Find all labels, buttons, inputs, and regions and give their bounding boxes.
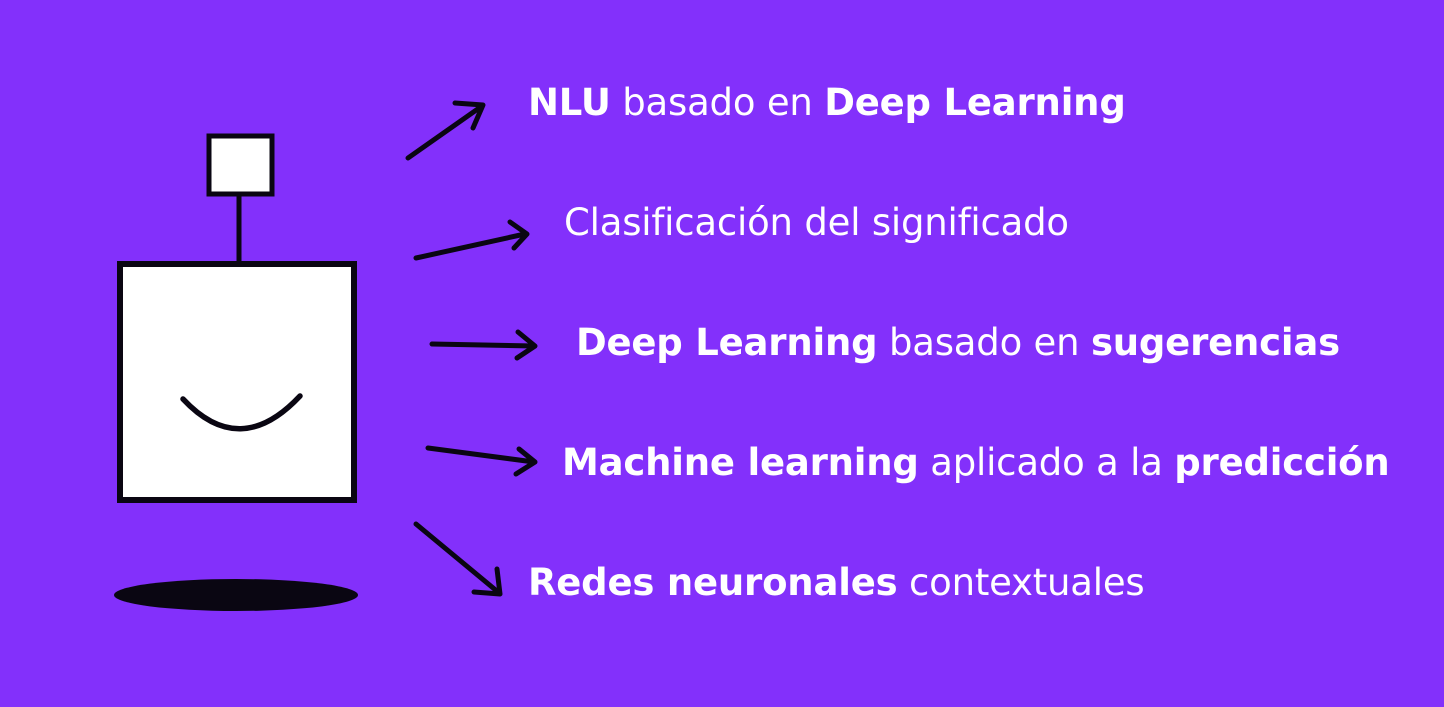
arrow-icon-3 <box>429 329 538 361</box>
feature-meaning-classification: Clasificación del significado <box>564 204 1069 241</box>
feature-text-segment: Machine learning <box>562 441 919 484</box>
feature-text-segment: NLU <box>528 81 611 124</box>
robot-body <box>117 261 357 503</box>
smiling-robot-icon <box>114 133 358 611</box>
feature-machine-learning-prediction: Machine learning aplicado a la predicció… <box>562 444 1390 481</box>
feature-text-segment: basado en <box>610 81 825 124</box>
feature-contextual-neural-networks: Redes neuronales contextuales <box>528 561 1145 604</box>
feature-deep-learning-suggestions: Deep Learning basado en sugerencias <box>576 324 1340 361</box>
robot-antenna-tip <box>206 133 275 197</box>
feature-text-segment: Deep Learning <box>576 321 878 364</box>
feature-text-segment: Deep Learning <box>824 81 1126 124</box>
feature-text-segment: contextuales <box>897 561 1145 604</box>
feature-text-segment: predicción <box>1174 441 1390 484</box>
feature-text-segment: Redes neuronales <box>528 561 898 604</box>
feature-text-segment: basado en <box>877 321 1091 364</box>
arrow-icon-1 <box>405 100 486 161</box>
robot-shadow <box>114 579 358 611</box>
feature-nlu-deep-learning: NLU basado en Deep Learning <box>528 84 1126 121</box>
feature-text-segment: Clasificación del significado <box>564 201 1069 244</box>
arrow-icon-5 <box>413 521 503 597</box>
feature-text-segment: sugerencias <box>1090 321 1340 364</box>
arrow-icon-4 <box>425 445 538 477</box>
robot-smile <box>180 393 303 432</box>
arrow-icon-2 <box>413 219 530 261</box>
arrows <box>405 100 538 597</box>
feature-text-segment: aplicado a la <box>918 441 1175 484</box>
